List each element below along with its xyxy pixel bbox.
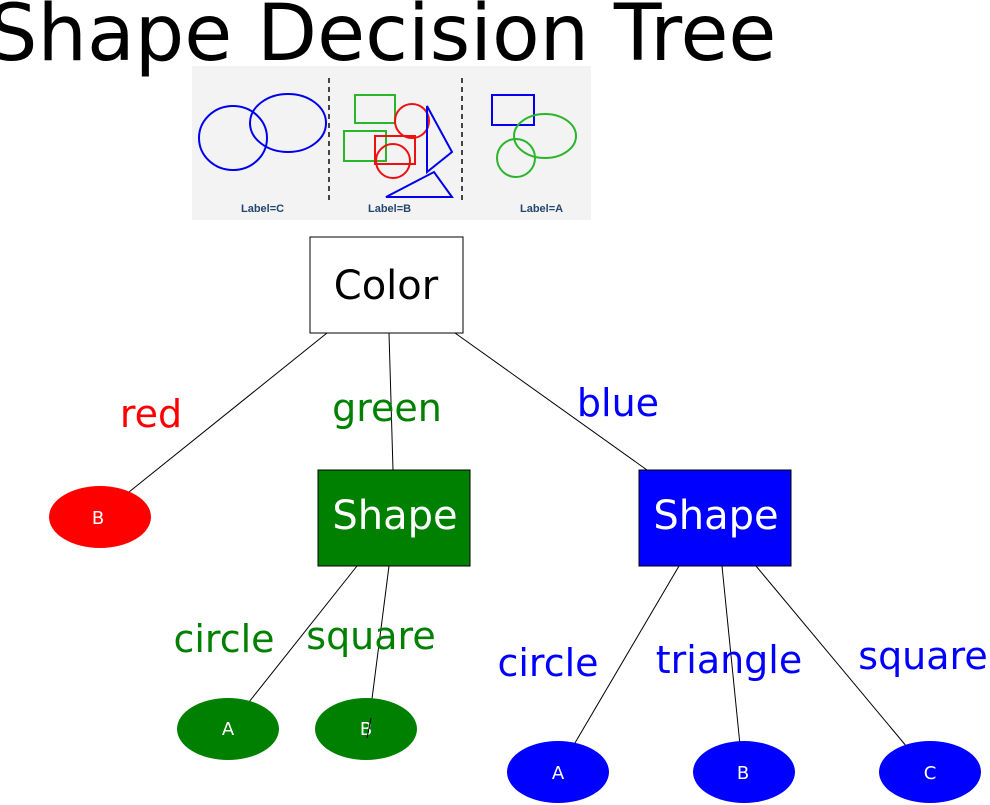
leaf-blue-square-c: C xyxy=(879,741,981,803)
thumbnail-label-a: Label=A xyxy=(520,203,563,215)
leaf-green-square-b: B xyxy=(315,698,417,760)
blue-shape-node-label: Shape xyxy=(653,493,778,539)
tree-edges xyxy=(128,332,908,749)
leaf-red-label: B xyxy=(92,508,104,529)
leaf-blue-triangle-b: B xyxy=(693,741,795,803)
edge-blue-square xyxy=(755,565,908,748)
edge-root-blue xyxy=(454,332,648,471)
leaf-green-circle-a: A xyxy=(177,698,279,760)
example-shapes-thumbnail: Label=C Label=B Label=A xyxy=(192,66,591,220)
edge-blue-triangle xyxy=(721,565,741,746)
leaf-green-circle-label: A xyxy=(222,719,235,740)
root-node-color: Color xyxy=(309,236,464,334)
leaf-blue-square-label: C xyxy=(924,763,937,784)
edge-label-blue-circle: circle xyxy=(497,641,598,685)
edge-green-circle xyxy=(248,565,358,703)
green-shape-node: Shape xyxy=(317,469,471,567)
edge-label-green-circle: circle xyxy=(173,617,274,661)
edge-green-square-overlap xyxy=(366,717,372,739)
edge-label-red: red xyxy=(120,392,182,436)
edge-label-blue: blue xyxy=(577,381,659,425)
leaf-red-b: B xyxy=(49,486,151,548)
thumbnail-label-c: Label=C xyxy=(241,203,284,215)
green-shape-node-label: Shape xyxy=(332,493,457,539)
edge-blue-circle xyxy=(571,565,680,749)
leaf-blue-circle-a: A xyxy=(507,741,609,803)
blue-shape-node: Shape xyxy=(638,469,792,567)
root-node-label: Color xyxy=(334,263,439,309)
edge-label-blue-square: square xyxy=(858,634,987,678)
edge-label-green: green xyxy=(332,386,442,430)
edge-label-blue-triangle: triangle xyxy=(656,638,803,682)
leaf-green-square-label: B xyxy=(360,719,372,740)
edge-label-green-square: square xyxy=(306,614,435,658)
leaf-blue-triangle-label: B xyxy=(737,763,749,784)
edge-root-red xyxy=(128,332,328,493)
edge-root-green xyxy=(388,332,394,471)
diagram-title: Shape Decision Tree xyxy=(0,0,776,79)
leaf-blue-circle-label: A xyxy=(552,763,565,784)
thumbnail-label-b: Label=B xyxy=(368,203,411,215)
